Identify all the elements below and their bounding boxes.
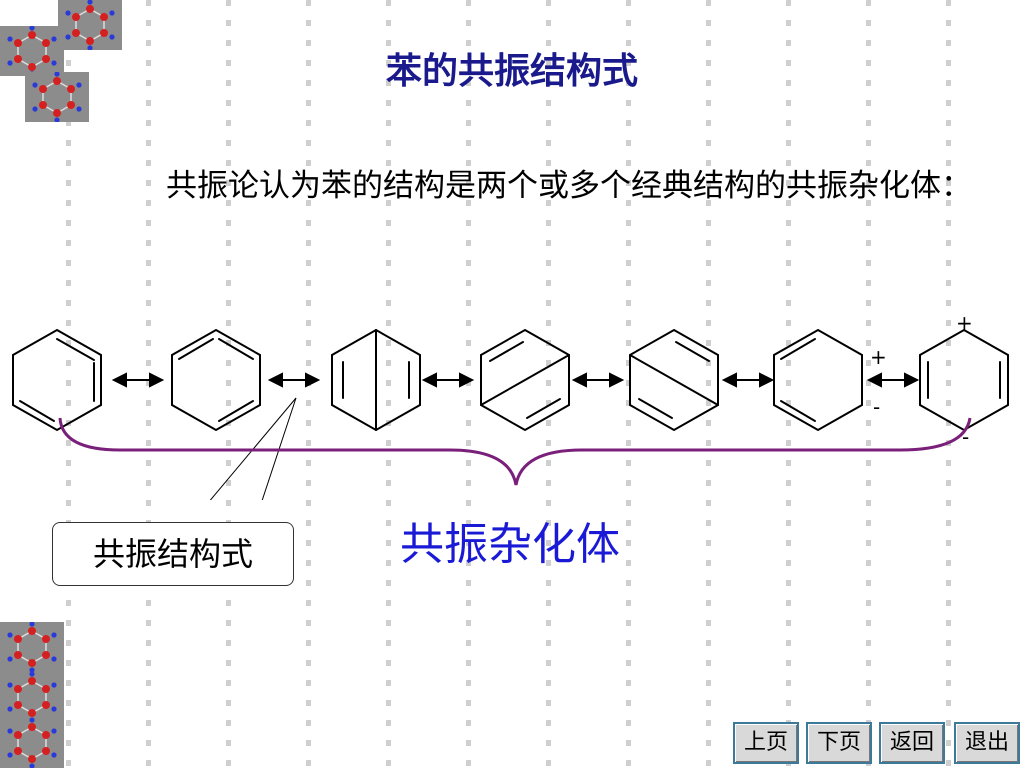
- resonance-arrow-icon: [421, 372, 475, 388]
- kekule-structure-a: [12, 328, 102, 432]
- dewar-structure-b: [480, 328, 570, 432]
- kekule-structure-b: [171, 328, 261, 432]
- dewar-structure-c: [629, 328, 719, 432]
- resonance-structures-diagram: + - + -: [12, 311, 1009, 500]
- next-page-button[interactable]: 下页: [806, 722, 872, 764]
- negative-charge: -: [962, 425, 969, 449]
- benzene-molecule-model-icon: [0, 718, 64, 768]
- prev-page-button[interactable]: 上页: [733, 722, 799, 764]
- ionic-structure-b: [919, 328, 1009, 432]
- resonance-arrow-icon: [866, 372, 920, 388]
- resonance-arrow-icon: [267, 372, 321, 388]
- resonance-structures-label: 共振结构式: [52, 522, 294, 586]
- benzene-molecule-model-icon: [0, 622, 64, 672]
- resonance-hybrid-label: 共振杂化体: [400, 519, 620, 570]
- negative-charge: -: [873, 395, 880, 419]
- benzene-molecule-model-icon: [0, 672, 64, 722]
- benzene-molecule-model-icon: [58, 0, 122, 50]
- benzene-molecule-model-icon: [0, 26, 64, 76]
- hybrid-brace: [58, 417, 972, 486]
- callout-pointer: [209, 397, 297, 500]
- back-button[interactable]: 返回: [879, 722, 945, 764]
- page-title: 苯的共振结构式: [385, 50, 638, 92]
- ionic-structure-a: [773, 328, 863, 432]
- resonance-arrow-icon: [111, 372, 165, 388]
- dewar-structure-a: [331, 328, 421, 432]
- resonance-arrow-icon: [721, 372, 775, 388]
- positive-charge: +: [956, 311, 973, 335]
- resonance-arrow-icon: [571, 372, 625, 388]
- callout-pointer: [261, 397, 297, 500]
- positive-charge: +: [870, 345, 887, 369]
- intro-paragraph: 共振论认为苯的结构是两个或多个经典结构的共振杂化体：: [166, 168, 972, 204]
- exit-button[interactable]: 退出: [954, 722, 1020, 764]
- benzene-molecule-model-icon: [25, 72, 89, 122]
